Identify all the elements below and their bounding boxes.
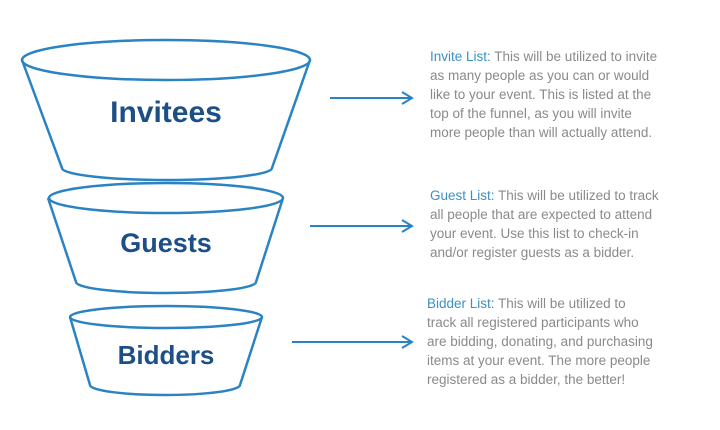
invite-list-line-2: as many people as you can or would <box>430 68 650 83</box>
invitees-bowl <box>20 38 312 182</box>
guests-bowl <box>46 181 285 295</box>
guest-list-line-2: all people that are expected to attend <box>430 207 653 222</box>
guest-list-line-1: Guest List: This will be utilized to tra… <box>430 188 659 203</box>
guest-list-line-3: your event. Use this list to check-in <box>430 226 639 241</box>
invite-list-term: Invite List: <box>430 49 491 64</box>
invite-list-line-3: like to your event. This is listed at th… <box>430 87 652 102</box>
invite-list-description: Invite List: This will be utilized to in… <box>430 47 657 142</box>
invite-list-line-1: Invite List: This will be utilized to in… <box>430 49 658 64</box>
invite-list-line-4: top of the funnel, as you will invite <box>430 106 632 121</box>
bidders-label: Bidders <box>117 340 215 370</box>
bidder-list-line-4: items at your event. The more people <box>427 353 651 368</box>
invite-list-line-5: more people than will actually attend. <box>430 125 653 140</box>
bidder-list-description: Bidder List: This will be utilized to tr… <box>427 294 653 389</box>
bidder-list-line-2: track all registered participants who <box>427 315 639 330</box>
guest-list-description: Guest List: This will be utilized to tra… <box>430 186 659 262</box>
invitees-label: Invitees <box>110 96 222 129</box>
guest-list-term: Guest List: <box>430 188 495 203</box>
guests-label: Guests <box>120 228 212 258</box>
guest-list-line-4: and/or register guests as a bidder. <box>430 245 635 260</box>
bidder-list-line-5: registered as a bidder, the better! <box>427 372 626 387</box>
bidder-list-line-3: are bidding, donating, and purchasing <box>427 334 653 349</box>
bidders-bowl <box>68 304 264 397</box>
bidder-list-line-1: Bidder List: This will be utilized to <box>427 296 626 311</box>
bidder-list-term: Bidder List: <box>427 296 495 311</box>
